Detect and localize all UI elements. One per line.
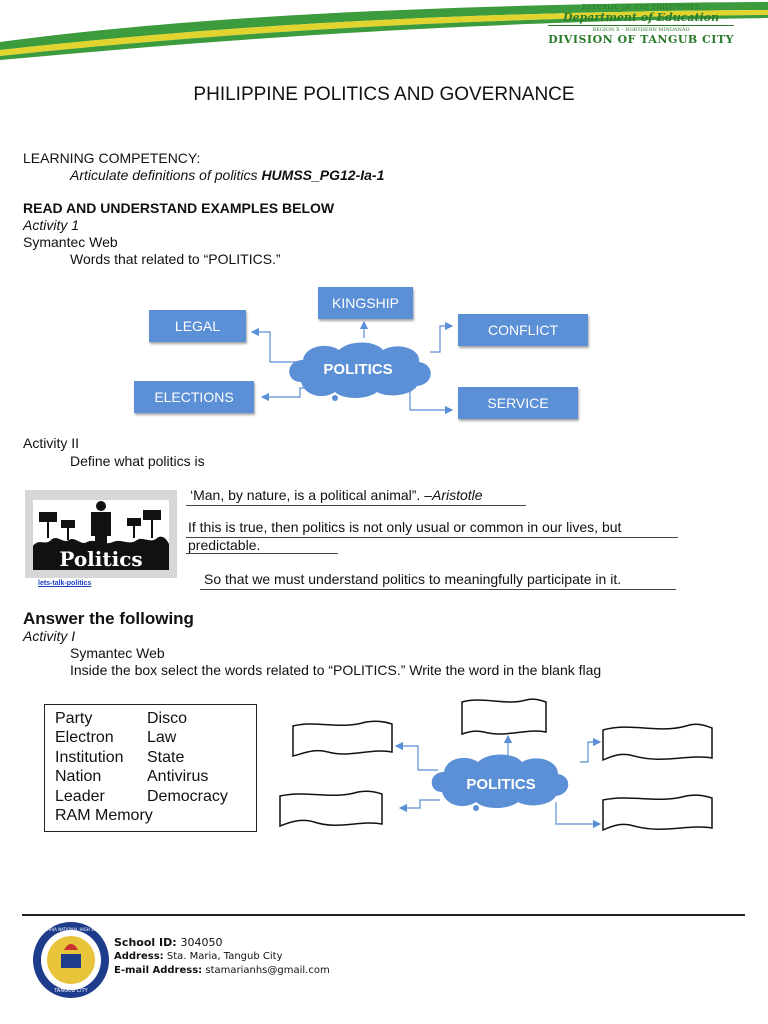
web2-diagram [279,698,713,832]
word-antivirus: Antivirus [147,768,209,785]
section1-instruction: Words that related to “POLITICS.” [70,251,281,267]
blank-flag-4 [279,790,383,828]
section2-heading: Answer the following [23,609,194,628]
blank-flag-1 [292,720,393,757]
word-law: Law [147,729,177,746]
word-disco: Disco [147,710,188,727]
deped-header: REPUBLIC OF THE PHILIPPINES Department o… [548,4,734,46]
definition-line-1: If this is true, then politics is not on… [188,519,622,535]
blank-flag-2 [461,698,547,736]
node-legal: LEGAL [149,310,246,342]
school-id-value: 304050 [180,936,223,949]
page-title: PHILIPPINE POLITICS AND GOVERNANCE [193,84,575,105]
school-id-label: School ID: [114,936,177,949]
quote-text: ‘Man, by nature, is a political animal”.… [190,487,432,503]
word-state: State [147,749,185,766]
quote-underline [186,505,526,506]
header-banner [0,2,768,60]
politics-image-caption: Politics [59,547,142,571]
section2-instruction: Inside the box select the words related … [70,662,602,678]
section2-activity: Activity I [23,628,76,644]
email-label: E-mail Address: [114,965,203,976]
word-nation: Nation [55,768,102,785]
competency-code: HUMSS_PG12-Ia-1 [261,167,385,183]
activity2-label: Activity II [23,435,80,451]
division-text: DIVISION OF TANGUB CITY [548,33,734,46]
word-electron: Electron [55,729,114,746]
node-kingship: KINGSHIP [318,287,413,319]
definition-line-2: predictable. [188,537,261,553]
word-party: Party [55,710,93,727]
definition-underline-2 [186,553,338,554]
word-institution: Institution [55,749,124,766]
definition-underline-1 [186,537,678,538]
blank-flag-3 [602,723,713,762]
node-service: SERVICE [458,387,578,419]
email-line: E-mail Address: stamarianhs@gmail.com [114,965,330,976]
section1-activity: Activity 1 [23,217,80,233]
politics-image: Politics [25,490,177,578]
node-elections: ELECTIONS [134,381,254,413]
node-conflict: CONFLICT [458,314,588,346]
word-ram-memory: RAM Memory [55,807,153,824]
school-id-line: School ID: 304050 [114,936,222,949]
email-value[interactable]: stamarianhs@gmail.com [205,965,330,976]
word-box: Party Electron Institution Nation Leader… [44,704,257,832]
seal-top-text: STA. MARIA NATIONAL HIGH SCHOOL [34,927,109,932]
address-label: Address: [114,951,164,962]
web1-center-label: POLITICS [323,360,393,378]
section1-subtitle: Symantec Web [23,234,118,250]
word-leader: Leader [55,788,105,805]
section1-heading: READ AND UNDERSTAND EXAMPLES BELOW [23,200,335,216]
competency-label: LEARNING COMPETENCY: [23,150,201,166]
quote-author: Aristotle [432,487,483,503]
definition-line-3: So that we must understand politics to m… [204,571,622,587]
republic-text: REPUBLIC OF THE PHILIPPINES [582,4,700,11]
address-value: Sta. Maria, Tangub City [166,951,283,962]
competency-line: Articulate definitions of politics HUMSS… [70,167,384,183]
activity2-instruction: Define what politics is [70,453,205,469]
blank-flag-5 [602,794,713,832]
section2-subtitle: Symantec Web [70,645,165,661]
web2-center-label: POLITICS [466,775,536,793]
quote-line: ‘Man, by nature, is a political animal”.… [190,487,483,503]
crowd-silhouette-icon: Politics [33,500,169,571]
footer-divider [22,914,745,916]
address-line: Address: Sta. Maria, Tangub City [114,951,283,962]
definition-underline-3 [200,589,676,590]
competency-text: Articulate definitions of politics [70,167,258,183]
school-seal-icon: TANGUB CITY STA. MARIA NATIONAL HIGH SCH… [33,922,109,998]
politics-cloud-1 [289,342,431,401]
region-text: REGION X – NORTHERN MINDANAO [548,25,734,33]
seal-bottom-text: TANGUB CITY [53,988,88,994]
department-text: Department of Education [562,11,720,24]
word-democracy: Democracy [147,788,228,805]
image-source-link[interactable]: lets-talk-politics [38,580,92,587]
